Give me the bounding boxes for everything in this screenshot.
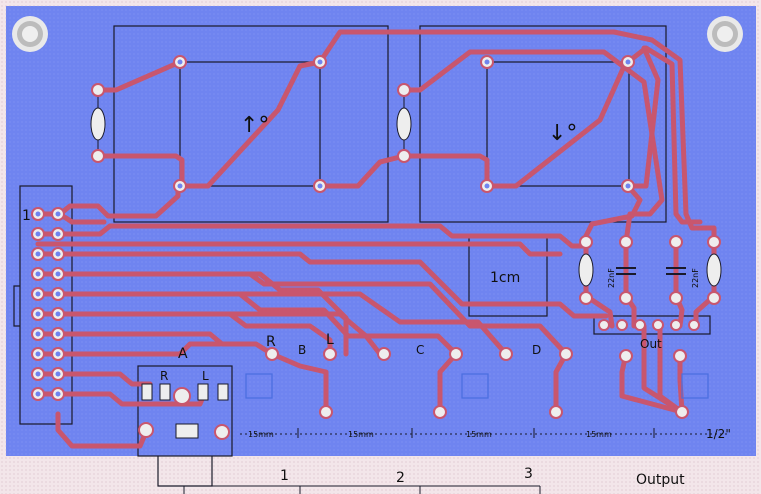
bottom-scale xyxy=(158,485,541,494)
connector-a-r: R xyxy=(160,369,168,383)
dimension-5: 1/2" xyxy=(706,427,731,441)
mounting-hole-right xyxy=(707,16,743,52)
connector-a xyxy=(138,383,230,440)
output-vias xyxy=(619,349,689,419)
fiducial-squares xyxy=(245,373,709,399)
sensor-right-outline xyxy=(419,25,667,223)
bottom-label-1: 1 xyxy=(280,468,289,484)
bottom-label-2: 2 xyxy=(396,470,405,486)
scale-box-label: 1cm xyxy=(490,270,520,286)
resistor-out-left xyxy=(578,235,594,305)
out-header-pads xyxy=(598,319,700,331)
dimension-line xyxy=(240,428,730,438)
pad-c-label: C xyxy=(416,343,424,357)
copper-traces xyxy=(35,29,717,449)
capacitor-left xyxy=(616,235,636,305)
connector-a-title: A xyxy=(178,346,188,362)
dimension-1: 15mm xyxy=(248,430,274,439)
sensor-left-outline xyxy=(113,25,389,223)
pad-c-pair xyxy=(377,347,463,361)
dimension-2: 15mm xyxy=(348,430,374,439)
resistor-left xyxy=(90,83,106,163)
bottom-label-3: 3 xyxy=(524,466,533,482)
sensor-left-arrow: ↑° xyxy=(240,113,269,138)
connector-a-l: L xyxy=(202,369,209,383)
header-outline xyxy=(19,185,73,425)
resistor-middle xyxy=(396,83,412,163)
sensor-right-inner xyxy=(486,61,630,187)
lower-vias xyxy=(319,405,563,419)
header-pads xyxy=(31,207,65,401)
resistor-out-right xyxy=(706,235,722,305)
dimension-3: 15mm xyxy=(466,430,492,439)
capacitor-left-label: 22nF xyxy=(607,268,616,288)
pin1-label: 1 xyxy=(22,208,31,224)
capacitor-right xyxy=(666,235,686,305)
pad-b-label: B xyxy=(298,343,306,357)
pad-l-label: L xyxy=(326,332,334,348)
sensor-right-arrow: ↓° xyxy=(548,121,577,146)
out-header-outline xyxy=(593,315,711,335)
header-key xyxy=(13,285,20,327)
sensor-left-inner xyxy=(179,61,321,187)
output-label: Output xyxy=(636,472,685,488)
capacitor-right-label: 22nF xyxy=(691,268,700,288)
pad-d-label: D xyxy=(532,343,541,357)
pad-d-pair xyxy=(499,347,573,361)
connector-a-outline xyxy=(137,365,233,457)
out-label: Out xyxy=(640,337,662,351)
component-outlines xyxy=(13,25,711,487)
pad-r-label: R xyxy=(266,334,276,350)
mounting-hole-left xyxy=(12,16,48,52)
pad-r xyxy=(265,347,279,361)
dimension-4: 15mm xyxy=(586,430,612,439)
pad-l xyxy=(323,347,337,361)
